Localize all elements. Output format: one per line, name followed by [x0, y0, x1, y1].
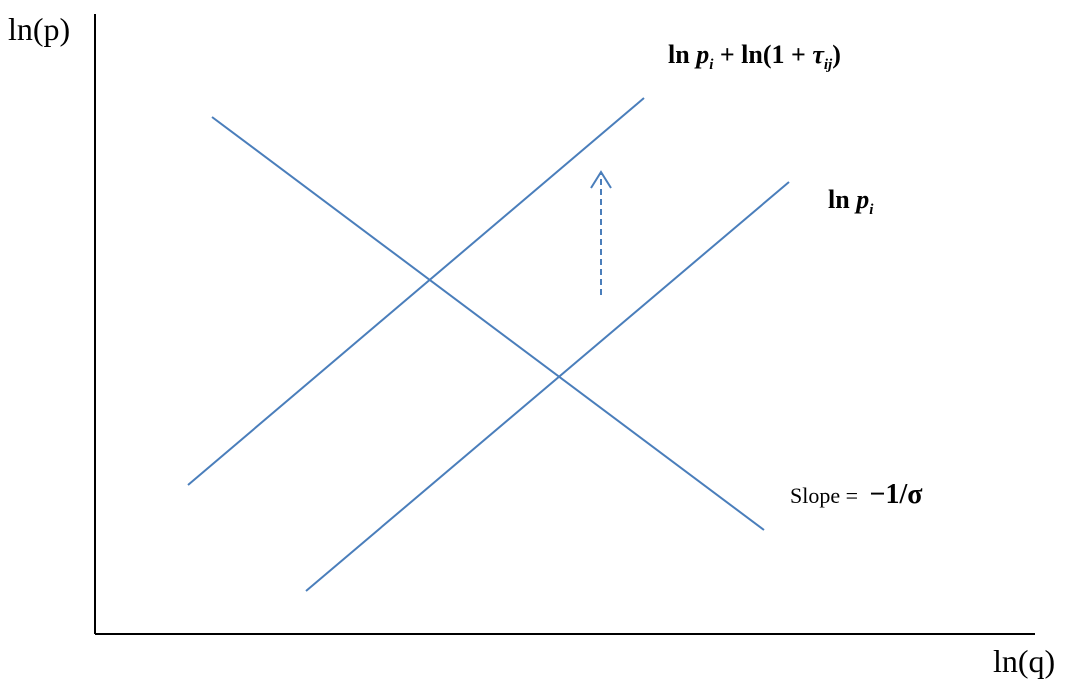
shift-arrow-head: [590, 170, 612, 189]
shifted-label-mid: + ln(1 +: [713, 40, 812, 69]
supply-line: [305, 181, 790, 592]
supply-label: ln pi: [828, 185, 874, 218]
slope-label-sigma: σ: [907, 479, 923, 510]
shifted-label-prefix: ln: [668, 40, 696, 69]
slope-label-text: Slope =: [790, 483, 864, 508]
shifted-label-tau-sub: ij: [824, 57, 833, 73]
dashed-up-arrow-icon: [590, 170, 612, 295]
supply-label-sub: i: [869, 202, 874, 218]
y-axis-label: ln(p): [8, 11, 70, 47]
x-axis-label: ln(q): [993, 643, 1055, 679]
shifted-label-var: p: [694, 40, 709, 69]
shifted-label-suffix: ): [832, 40, 841, 69]
slope-label-value: −1/: [870, 479, 909, 510]
demand-line: [211, 116, 765, 531]
shifted-label-tau: τ: [812, 40, 825, 69]
supply-label-var: p: [854, 185, 869, 214]
slope-label: Slope = −1/σ: [790, 479, 923, 510]
shifted-label-sub: i: [709, 57, 714, 73]
supply-label-prefix: ln: [828, 185, 856, 214]
shifted-supply-line: [187, 97, 645, 486]
shifted-supply-label: ln pi + ln(1 + τij): [668, 40, 841, 73]
